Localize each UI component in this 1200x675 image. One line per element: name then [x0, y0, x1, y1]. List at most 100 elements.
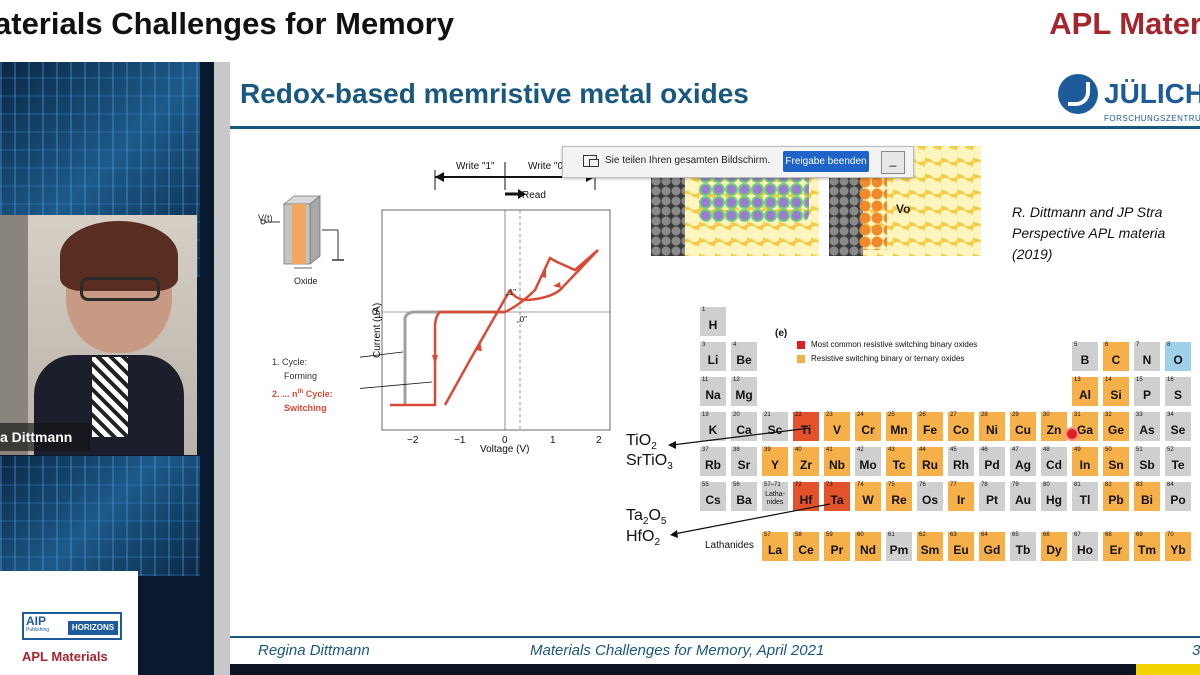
y-zero-label: 0 — [372, 307, 378, 318]
element-symbol: Ce — [798, 543, 814, 557]
juelich-name: JÜLICH — [1104, 78, 1200, 109]
element-symbol: Dy — [1046, 543, 1062, 557]
horizons-text: HORIZONS — [68, 621, 118, 635]
element-number: 16 — [1167, 377, 1174, 383]
element-number: 38 — [733, 447, 740, 453]
element-symbol: Ho — [1077, 543, 1093, 557]
reference-line-3: (2019) — [1012, 246, 1053, 262]
pointer-dot — [1065, 427, 1079, 441]
element-symbol: W — [862, 493, 874, 507]
oxygen-vacancy-label: Vo — [896, 202, 911, 216]
element-number: 55 — [702, 482, 709, 488]
forming-curve — [403, 310, 505, 405]
element-number: 47 — [1012, 447, 1019, 453]
element-number: 57–71 — [764, 482, 781, 488]
element-number: 32 — [1105, 412, 1112, 418]
element-number: 12 — [733, 377, 740, 383]
element-symbol: Sr — [737, 458, 751, 472]
element-number: 60 — [857, 532, 864, 538]
element-symbol: In — [1079, 458, 1091, 472]
element-symbol: Nd — [860, 543, 876, 557]
element-number: 81 — [1074, 482, 1081, 488]
state-0-label: „0" — [517, 315, 527, 324]
element-number: 75 — [888, 482, 895, 488]
element-symbol: H — [708, 318, 718, 332]
screen-share-bar: Sie teilen Ihren gesamten Bildschirm. Fr… — [562, 146, 914, 178]
state-1-label: „1" — [506, 288, 516, 297]
element-symbol: Sm — [920, 543, 940, 557]
juelich-subtitle: FORSCHUNGSZENTRU — [1104, 114, 1200, 123]
element-symbol: Be — [736, 353, 752, 367]
element-symbol: S — [1173, 388, 1182, 402]
element-symbol: V — [832, 423, 841, 437]
element-number: 37 — [702, 447, 709, 453]
title-underline — [230, 126, 1200, 129]
element-symbol: Pt — [986, 493, 998, 507]
element-symbol: Ru — [922, 458, 938, 472]
element-number: 64 — [981, 532, 988, 538]
element-symbol: C — [1111, 353, 1121, 367]
element-symbol: Cd — [1046, 458, 1062, 472]
element-number: 19 — [702, 412, 709, 418]
legend-switching: Resistive switching binary or ternary ox… — [811, 354, 965, 363]
element-number: 25 — [888, 412, 895, 418]
element-symbol: Y — [770, 458, 779, 472]
element-number: 21 — [764, 412, 771, 418]
element-symbol: Gd — [983, 543, 1001, 557]
element-number: 78 — [981, 482, 988, 488]
element-symbol: Rh — [953, 458, 969, 472]
circuit-background-bottom — [0, 456, 200, 576]
reference-line-1: R. Dittmann and JP Stra — [1012, 204, 1163, 220]
element-symbol: Co — [953, 423, 969, 437]
panel-label: (e) — [775, 328, 788, 339]
x-axis-label: Voltage (V) — [480, 444, 529, 455]
element-number: 46 — [981, 447, 988, 453]
presenter-webcam — [0, 215, 197, 455]
element-symbol: Re — [891, 493, 907, 507]
element-symbol: Ag — [1015, 458, 1031, 472]
element-number: 33 — [1136, 412, 1143, 418]
element-number: 61 — [888, 532, 895, 538]
element-number: 65 — [1012, 532, 1019, 538]
switching-curve — [390, 249, 599, 407]
footer-page-number: 3 — [1192, 642, 1200, 659]
element-symbol: Pm — [889, 543, 909, 557]
element-symbol: Cu — [1015, 423, 1031, 437]
element-number: 40 — [795, 447, 802, 453]
plot-frame — [381, 209, 611, 431]
device-schematic-icon — [282, 195, 322, 265]
element-number: 72 — [795, 482, 802, 488]
juelich-logo: JÜLICH FORSCHUNGSZENTRU — [1056, 68, 1200, 128]
element-symbol: Bi — [1141, 493, 1153, 507]
element-symbol: Te — [1171, 458, 1185, 472]
stop-sharing-button[interactable]: Freigabe beenden — [783, 151, 869, 172]
legend-orange-swatch — [797, 355, 805, 363]
element-number: 4 — [733, 342, 737, 348]
minimize-button[interactable]: _ — [881, 151, 905, 174]
